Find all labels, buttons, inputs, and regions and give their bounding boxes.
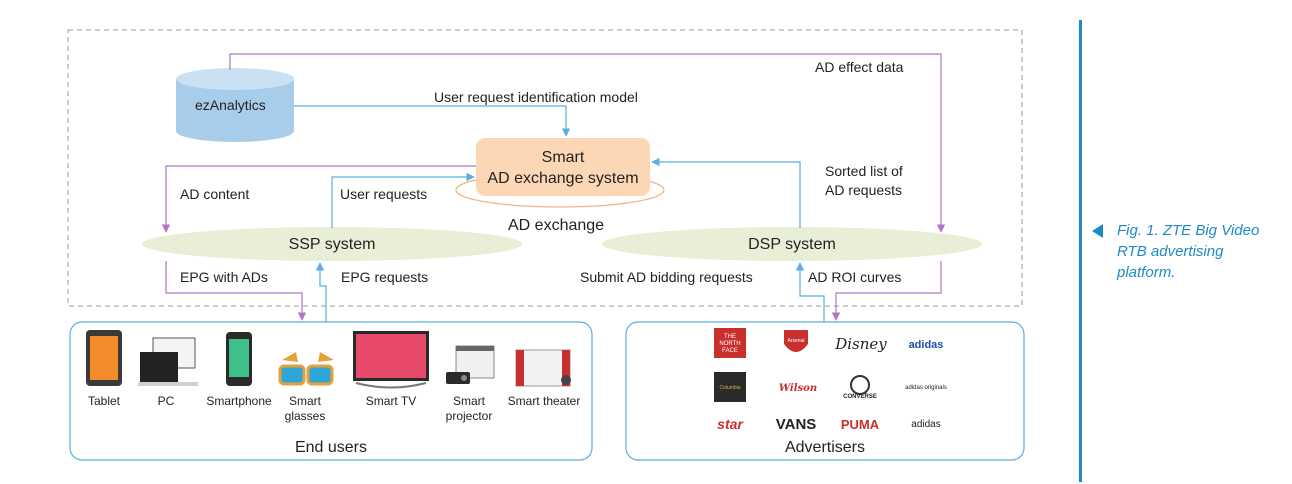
smart-glasses-icon [278, 352, 334, 386]
device-label-smart-projector: Smart projector [445, 394, 493, 423]
dsp-label: DSP system [748, 236, 836, 253]
brand-disney: Disney [835, 335, 887, 353]
platform-boundary [67, 29, 1023, 307]
brand-puma: PUMA [840, 416, 880, 432]
smart-tv-icon [353, 331, 429, 389]
brand-vans: VANS [775, 415, 817, 433]
ad-content-label: AD content [180, 186, 250, 202]
brand-columbia-logo [714, 372, 746, 402]
end-users-label: End users [294, 439, 368, 456]
caption-pointer-icon [1092, 224, 1103, 238]
smart-theater-icon [515, 349, 571, 387]
caption-line3: platform. [1117, 264, 1176, 281]
ssp-ellipse [142, 227, 522, 261]
brand-converse: CONVERSE [843, 394, 877, 400]
epg-requests-arrow [315, 262, 327, 322]
user-requests-arrow [331, 172, 475, 228]
advertisers-label: Advertisers [784, 439, 866, 456]
tablet-icon [86, 330, 122, 386]
brand-north-face-logo [714, 328, 746, 358]
brand-adidas-blue: adidas [908, 339, 944, 351]
device-label-smart-glasses: Smart glasses [284, 394, 326, 423]
advertisers-box [625, 321, 1025, 461]
brand-arsenal-logo [784, 330, 808, 352]
ad-effect-data-arrow [229, 53, 946, 233]
brand-star: star [717, 416, 743, 432]
caption-line1: Fig. 1. ZTE Big Video [1117, 222, 1260, 239]
brand-arsenal: Arsenal [787, 338, 805, 344]
brand-north-face: THE NORTH FACE [719, 333, 741, 354]
smart-projector-icon [446, 345, 495, 384]
smartphone-icon [226, 332, 252, 386]
brand-adidas-originals: adidas originals [905, 385, 947, 391]
caption-line2: RTB advertising [1117, 243, 1224, 260]
sorted-list-arrow [651, 157, 801, 228]
epg-requests-label: EPG requests [341, 269, 429, 285]
ezanalytics-cylinder [176, 68, 294, 142]
ad-content-arrow [161, 165, 476, 233]
brand-converse-logo [850, 375, 870, 395]
ad-roi-curves-label: AD ROI curves [808, 269, 902, 285]
smart-exchange-box [476, 138, 650, 196]
device-label-tablet: Tablet [87, 394, 121, 408]
brand-adidas-small: adidas [911, 418, 941, 430]
user-request-model-arrow [294, 105, 571, 137]
ezanalytics-label: ezAnalytics [195, 97, 266, 113]
user-requests-label: User requests [340, 186, 428, 202]
brand-wilson: Wilson [778, 382, 818, 394]
ssp-label: SSP system [288, 236, 376, 253]
sorted-list-label-line1: Sorted list of [825, 163, 903, 179]
pc-icon [138, 337, 198, 386]
epg-with-ads-label: EPG with ADs [180, 269, 268, 285]
user-request-model-label: User request identification model [434, 89, 638, 105]
device-label-pc: PC [157, 394, 175, 408]
epg-with-ads-arrow [165, 261, 307, 321]
caption-rule [1079, 20, 1082, 482]
ad-roi-curves-arrow [831, 261, 942, 321]
ad-effect-data-label: AD effect data [815, 59, 904, 75]
smart-exchange-label-line1: Smart [541, 149, 585, 166]
dsp-ellipse [602, 227, 982, 261]
figure-caption: Fig. 1. ZTE Big Video RTB advertising pl… [1117, 220, 1277, 283]
smart-exchange-label-line2: AD exchange system [487, 170, 639, 187]
submit-bidding-label: Submit AD bidding requests [580, 269, 753, 285]
brand-columbia: Columbia [719, 385, 741, 391]
device-label-smartphone: Smartphone [206, 394, 272, 408]
device-label-smart-tv: Smart TV [365, 394, 417, 408]
device-label-smart-theater: Smart theater [507, 394, 581, 408]
submit-bidding-arrow [795, 262, 825, 322]
sorted-list-label-line2: AD requests [825, 182, 903, 198]
ad-exchange-label: AD exchange [508, 217, 605, 234]
end-users-box [69, 321, 593, 461]
